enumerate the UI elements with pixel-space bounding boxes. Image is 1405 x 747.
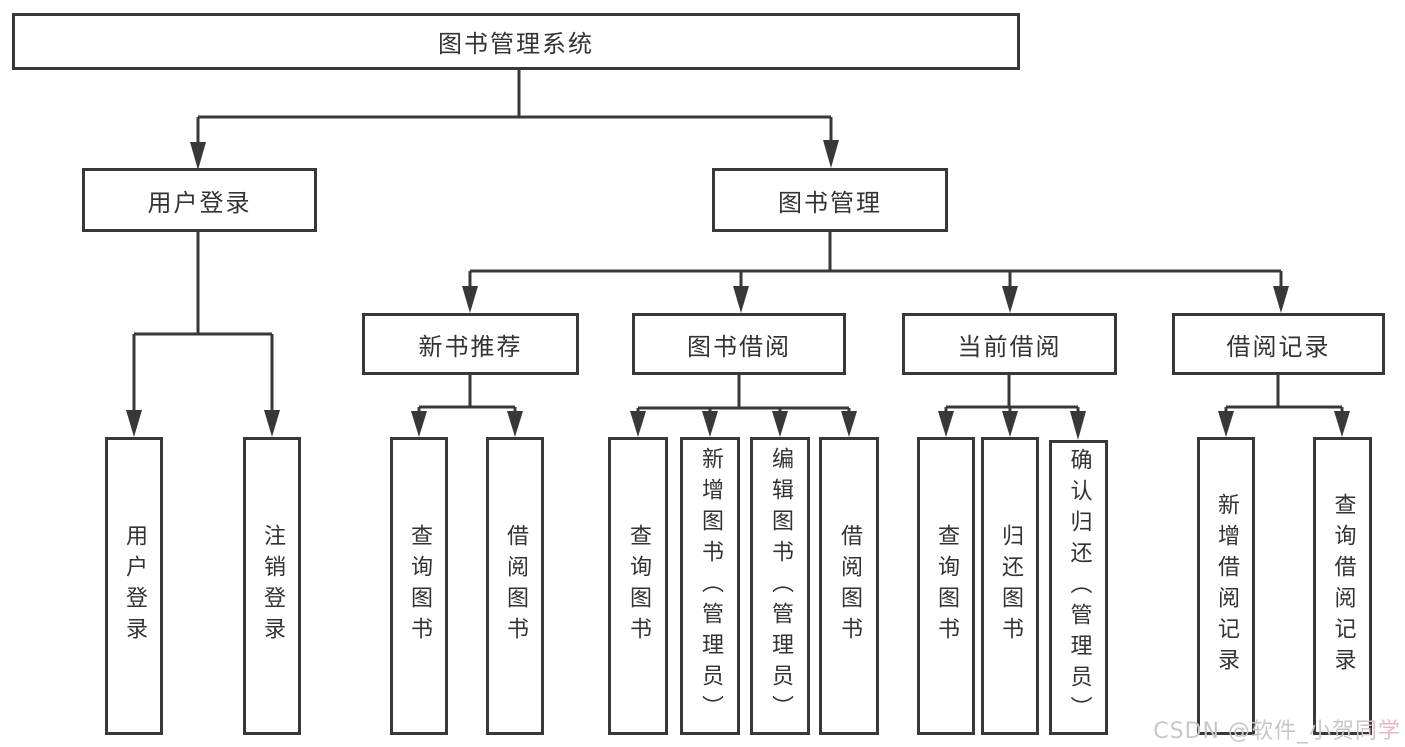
node-new-book-recommendation-label: 新书推荐 <box>418 332 523 361</box>
leaf-current-query-books: 查询图书 <box>917 437 975 735</box>
arrow-down-icon <box>823 140 839 168</box>
leaf-add-borrow-record-label: 新增借阅记录 <box>1214 493 1239 679</box>
node-current-borrowing: 当前借阅 <box>902 313 1117 375</box>
node-user-login-label: 用户登录 <box>147 188 252 217</box>
arrow-down-icon <box>411 411 427 437</box>
leaf-borrowing-query-books: 查询图书 <box>608 437 668 735</box>
arrow-down-icon <box>630 411 646 437</box>
arrow-down-icon <box>772 411 788 437</box>
leaf-query-borrow-record-label: 查询借阅记录 <box>1330 493 1356 679</box>
arrow-down-icon <box>1002 286 1018 313</box>
csdn-watermark: CSDN @软件_小贺同学 <box>1153 713 1401 745</box>
arrow-down-icon <box>507 411 523 437</box>
arrow-down-icon <box>841 411 857 437</box>
leaf-user-login-label: 用户登录 <box>122 524 147 648</box>
node-book-management: 图书管理 <box>712 168 948 232</box>
arrow-down-icon <box>264 410 280 437</box>
leaf-edit-books-admin-label: 编辑图书（管理员） <box>768 446 793 726</box>
leaf-recommend-borrow-books: 借阅图书 <box>486 437 544 735</box>
node-user-login: 用户登录 <box>82 168 317 232</box>
arrow-down-icon <box>1002 411 1018 437</box>
node-current-borrowing-label: 当前借阅 <box>957 332 1062 361</box>
node-book-borrowing: 图书借阅 <box>632 313 846 375</box>
leaf-add-borrow-record: 新增借阅记录 <box>1197 437 1255 735</box>
leaf-logout-label: 注销登录 <box>260 524 285 648</box>
arrow-down-icon <box>1070 411 1086 440</box>
leaf-add-books-admin-label: 新增图书（管理员） <box>698 446 723 726</box>
node-root-label: 图书管理系统 <box>438 30 594 58</box>
arrow-down-icon <box>733 286 749 313</box>
leaf-recommend-query-books: 查询图书 <box>390 437 448 735</box>
arrowhead-icons <box>126 140 1350 440</box>
leaf-return-books-label: 归还图书 <box>998 524 1023 648</box>
node-new-book-recommendation: 新书推荐 <box>362 313 579 375</box>
node-root-library-system: 图书管理系统 <box>12 13 1020 70</box>
leaf-borrowing-query-books-label: 查询图书 <box>626 524 651 648</box>
leaf-query-borrow-record: 查询借阅记录 <box>1313 437 1372 735</box>
leaf-borrowing-borrow-books-label: 借阅图书 <box>837 524 862 648</box>
leaf-current-query-books-label: 查询图书 <box>934 524 959 648</box>
arrow-down-icon <box>1218 411 1234 437</box>
arrow-down-icon <box>702 411 718 437</box>
node-borrow-records-label: 借阅记录 <box>1226 332 1331 361</box>
leaf-edit-books-admin: 编辑图书（管理员） <box>750 437 810 735</box>
arrow-down-icon <box>938 411 954 437</box>
leaf-borrowing-borrow-books: 借阅图书 <box>819 437 879 735</box>
leaf-recommend-borrow-books-label: 借阅图书 <box>503 524 528 648</box>
node-book-management-label: 图书管理 <box>778 188 882 217</box>
leaf-confirm-return-admin: 确认归还（管理员） <box>1049 440 1108 735</box>
leaf-user-login: 用户登录 <box>105 437 163 735</box>
leaf-return-books: 归还图书 <box>981 437 1039 735</box>
node-book-borrowing-label: 图书借阅 <box>687 332 791 361</box>
arrow-down-icon <box>462 286 478 313</box>
node-borrow-records: 借阅记录 <box>1172 313 1385 375</box>
leaf-recommend-query-books-label: 查询图书 <box>407 524 432 648</box>
leaf-logout: 注销登录 <box>243 437 301 735</box>
arrow-down-icon <box>1273 286 1289 313</box>
leaf-add-books-admin: 新增图书（管理员） <box>680 437 740 735</box>
arrow-down-icon <box>126 410 142 437</box>
leaf-confirm-return-admin-label: 确认归还（管理员） <box>1066 448 1092 727</box>
arrow-down-icon <box>1334 411 1350 437</box>
arrow-down-icon <box>190 142 206 170</box>
